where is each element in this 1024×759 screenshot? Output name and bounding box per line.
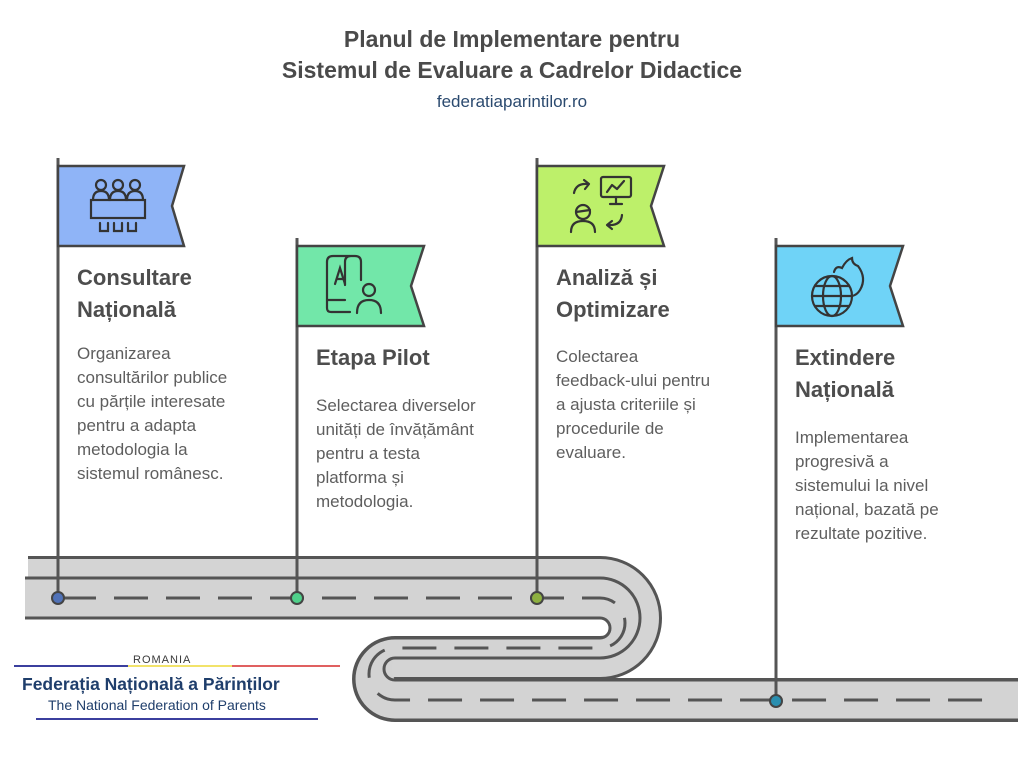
document-user-icon [325, 254, 383, 315]
stage-desc-extindere: Implementarea progresivă a sistemului la… [795, 428, 939, 543]
page-title-line1: Planul de Implementare pentru [343, 26, 681, 52]
stage-title-etapa-pilot: Etapa Pilot [316, 345, 430, 370]
globe-spread-icon [810, 256, 865, 318]
stage-desc-consultare: Organizarea consultărilor publice cu păr… [77, 344, 228, 483]
stage-title-extindere: Extindere Națională [795, 345, 896, 402]
page-title-line2: Sistemul de Evaluare a Cadrelor Didactic… [281, 57, 743, 83]
flag-analiza [535, 164, 666, 248]
milestone-4[interactable] [769, 238, 905, 708]
marker-etapa-pilot [290, 591, 304, 605]
flag-consultare [56, 164, 186, 248]
stage-desc-etapa-pilot: Selectarea diverselor unități de învățăm… [316, 396, 476, 511]
stage-desc-analiza: Colectarea feedback-ului pentru a ajusta… [556, 347, 711, 462]
meeting-table-people-icon [89, 178, 147, 233]
milestone-1[interactable] [51, 158, 186, 605]
marker-extindere [769, 694, 783, 708]
logo-name-english: The National Federation of Parents [48, 697, 266, 713]
logo-country: ROMANIA [133, 654, 192, 666]
milestone-2[interactable] [290, 238, 426, 605]
analytics-feedback-icon [569, 175, 633, 234]
marker-consultare [51, 591, 65, 605]
logo-name: Federația Națională a Părinților [22, 674, 280, 694]
milestone-3[interactable] [530, 158, 666, 605]
marker-analiza [530, 591, 544, 605]
stage-title-consultare: Consultare Națională [77, 265, 192, 322]
website-link[interactable]: federatiaparintilor.ro [436, 92, 588, 111]
flag-etapa-pilot [295, 244, 426, 328]
stage-title-analiza: Analiză și Optimizare [556, 265, 670, 322]
